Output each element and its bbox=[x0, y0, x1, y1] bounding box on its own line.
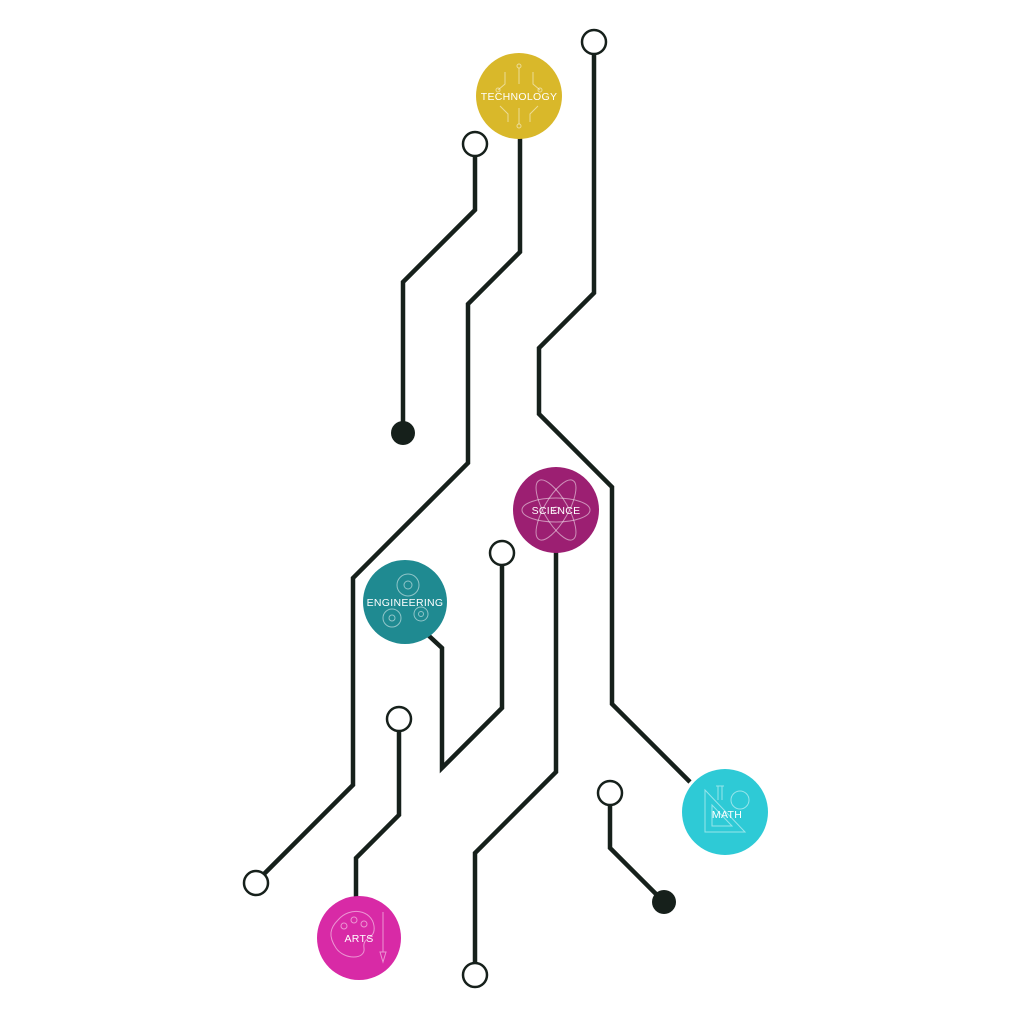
circuit-traces bbox=[260, 53, 692, 966]
terminal-open-bottom bbox=[461, 961, 489, 989]
circuit-icon bbox=[495, 63, 543, 129]
node-arts: ARTS bbox=[317, 896, 401, 980]
trace-top-left-open bbox=[400, 153, 478, 428]
terminal-open-bottom-right bbox=[596, 779, 624, 807]
terminal-open-arts bbox=[385, 705, 413, 733]
node-technology: TECHNOLOGY bbox=[476, 53, 562, 139]
trace-engineering bbox=[426, 563, 505, 774]
palette-brush-icon bbox=[330, 911, 387, 964]
terminal-open-engineering bbox=[488, 539, 516, 567]
node-math-label: MATH bbox=[712, 809, 742, 821]
node-engineering-label: ENGINEERING bbox=[367, 597, 444, 609]
node-arts-label: ARTS bbox=[344, 933, 373, 945]
node-science-circle bbox=[513, 467, 599, 553]
terminal-open-top-left bbox=[461, 130, 489, 158]
node-science-label: SCIENCE bbox=[532, 505, 581, 517]
ruler-compass-icon bbox=[704, 785, 750, 833]
trace-science bbox=[472, 552, 559, 966]
trace-arts bbox=[353, 730, 402, 898]
trace-top-right-open bbox=[536, 53, 692, 784]
terminal-open-left bbox=[242, 869, 270, 897]
node-technology-circle bbox=[476, 53, 562, 139]
node-technology-label: TECHNOLOGY bbox=[481, 91, 558, 103]
node-arts-circle bbox=[317, 896, 401, 980]
terminal-solid-left bbox=[391, 421, 415, 445]
node-math-circle bbox=[682, 769, 768, 855]
trace-technology bbox=[260, 138, 523, 878]
terminals bbox=[242, 28, 676, 989]
node-engineering: ENGINEERING bbox=[363, 560, 447, 644]
atom-icon bbox=[521, 479, 591, 541]
node-math: MATH bbox=[682, 769, 768, 855]
gears-icon bbox=[382, 573, 429, 628]
terminal-solid-bottom-right bbox=[652, 890, 676, 914]
node-science: SCIENCE bbox=[513, 467, 599, 553]
trace-bottom-right bbox=[607, 803, 660, 898]
terminal-open-top-right bbox=[580, 28, 608, 56]
